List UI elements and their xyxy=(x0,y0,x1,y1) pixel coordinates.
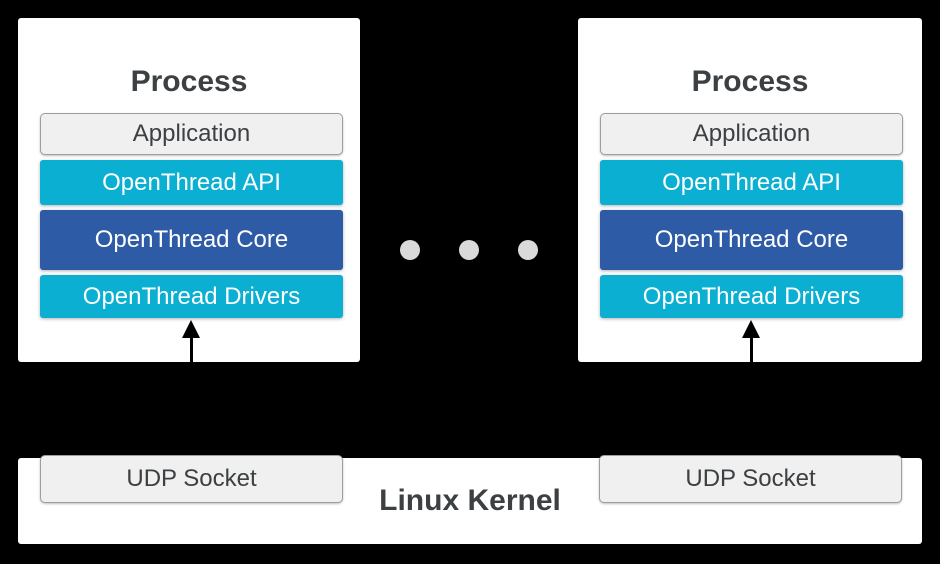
process-card-right: Process Application OpenThread API OpenT… xyxy=(578,18,922,362)
udp-socket-label: UDP Socket xyxy=(126,465,257,492)
openthread-drivers-box: OpenThread Drivers xyxy=(40,275,343,318)
ellipsis-dot xyxy=(459,240,479,260)
process-card-left: Process Application OpenThread API OpenT… xyxy=(18,18,360,362)
openthread-core-box: OpenThread Core xyxy=(600,210,903,270)
application-label: Application xyxy=(132,120,251,147)
ellipsis-dots xyxy=(400,240,538,260)
openthread-core-label: OpenThread Core xyxy=(94,226,289,253)
linux-kernel-label-wrap: Linux Kernel xyxy=(18,458,922,544)
upward-arrow-left xyxy=(182,320,201,455)
arrow-shaft xyxy=(750,337,753,455)
ellipsis-dot xyxy=(518,240,538,260)
udp-socket-box-right: UDP Socket xyxy=(599,455,902,503)
openthread-drivers-label: OpenThread Drivers xyxy=(82,282,301,310)
process-title: Process xyxy=(691,65,809,98)
openthread-drivers-label: OpenThread Drivers xyxy=(642,282,861,310)
openthread-api-box: OpenThread API xyxy=(600,160,903,205)
ellipsis-dot xyxy=(400,240,420,260)
application-label: Application xyxy=(692,120,811,147)
application-box: Application xyxy=(40,113,343,155)
upward-arrow-right xyxy=(742,320,761,455)
arrow-head-icon xyxy=(742,320,760,338)
openthread-api-label: OpenThread API xyxy=(102,168,281,196)
openthread-drivers-box: OpenThread Drivers xyxy=(600,275,903,318)
process-title: Process xyxy=(130,65,248,98)
openthread-api-box: OpenThread API xyxy=(40,160,343,205)
openthread-core-box: OpenThread Core xyxy=(40,210,343,270)
udp-socket-box-left: UDP Socket xyxy=(40,455,343,503)
application-box: Application xyxy=(600,113,903,155)
openthread-api-label: OpenThread API xyxy=(662,168,841,196)
openthread-core-label: OpenThread Core xyxy=(654,226,849,253)
arrow-shaft xyxy=(190,337,193,455)
arrow-head-icon xyxy=(182,320,200,338)
linux-kernel-label: Linux Kernel xyxy=(379,484,561,517)
udp-socket-label: UDP Socket xyxy=(685,465,816,492)
